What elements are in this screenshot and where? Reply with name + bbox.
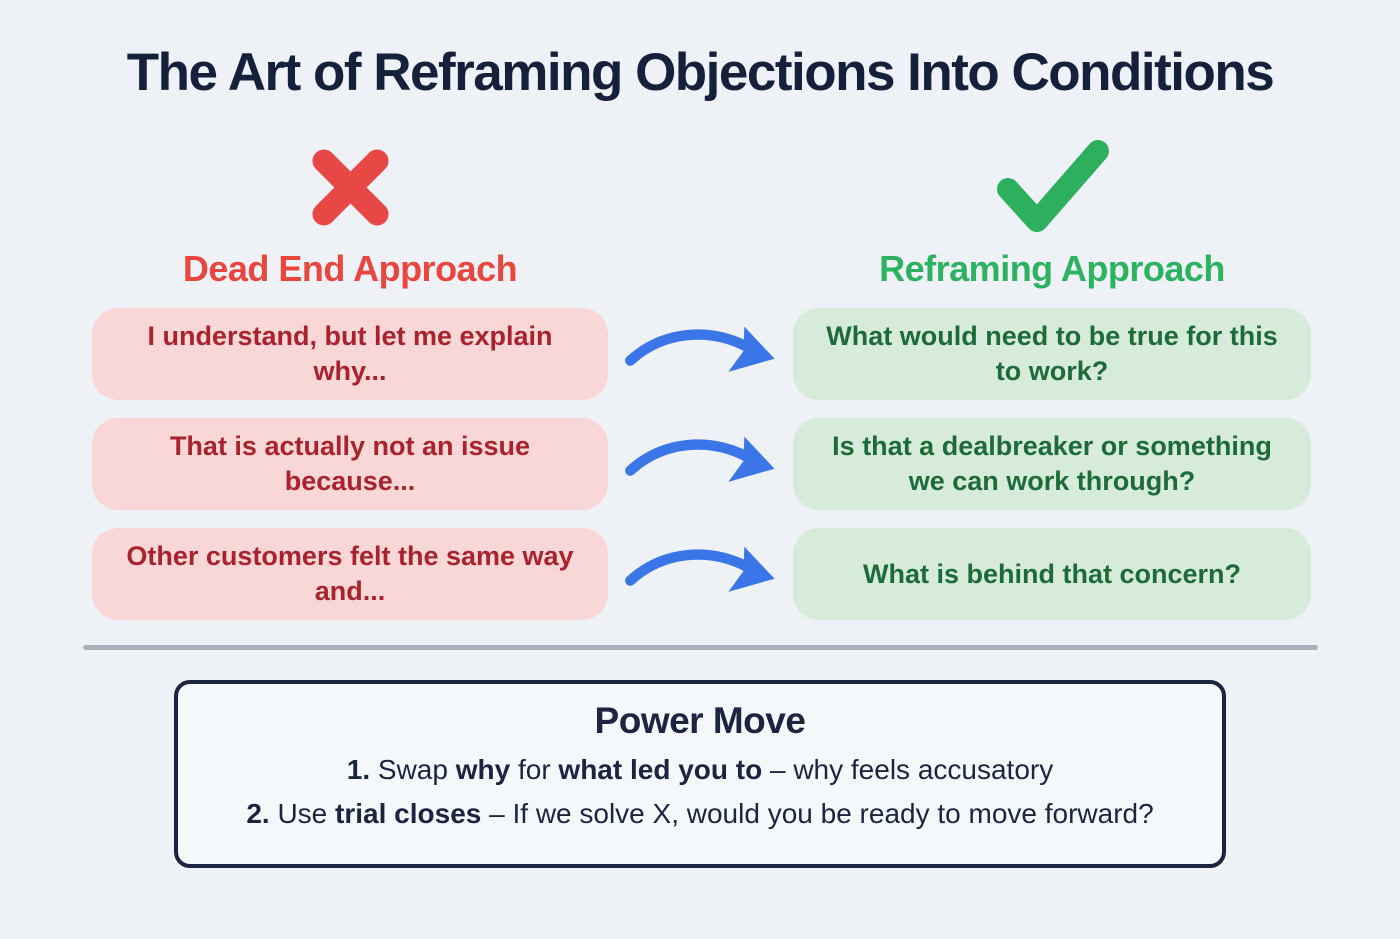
x-mark-icon xyxy=(303,137,398,237)
comparison-row: That is actually not an issue because...… xyxy=(92,418,1400,511)
curved-arrow-icon xyxy=(608,528,793,620)
checkmark-icon xyxy=(990,137,1115,237)
section-divider xyxy=(82,645,1318,651)
power-move-line-1: 1. Swap why for what led you to – why fe… xyxy=(178,754,1222,786)
dead-end-column-header: Dead End Approach xyxy=(92,137,608,290)
power-line-segment: 1. xyxy=(346,754,371,786)
power-move-line-2: 2. Use trial closes – If we solve X, wou… xyxy=(178,798,1222,830)
power-line-segment: trial closes xyxy=(335,798,482,830)
comparison-row: I understand, but let me explain why... … xyxy=(92,308,1400,401)
dead-end-heading: Dead End Approach xyxy=(182,248,518,289)
power-line-segment: what led you to xyxy=(558,754,763,786)
objection-box: Other customers felt the same way and... xyxy=(92,528,608,621)
power-line-segment: Swap xyxy=(370,754,456,786)
reframe-box: What would need to be true for this to w… xyxy=(793,308,1311,401)
power-line-segment: why xyxy=(455,754,511,786)
objection-box: That is actually not an issue because... xyxy=(92,418,608,511)
objection-box: I understand, but let me explain why... xyxy=(92,308,608,401)
curved-arrow-icon xyxy=(608,418,793,510)
power-line-segment: – why feels accusatory xyxy=(762,754,1054,786)
comparison-rows: I understand, but let me explain why... … xyxy=(0,308,1400,621)
page-title: The Art of Reframing Objections Into Con… xyxy=(126,43,1275,102)
power-line-segment: Use xyxy=(269,798,336,830)
column-headers: Dead End Approach Reframing Approach xyxy=(0,137,1400,290)
power-line-segment: – If we solve X, would you be ready to m… xyxy=(481,798,1154,830)
curved-arrow-icon xyxy=(608,308,793,400)
header-spacer xyxy=(608,137,793,290)
reframing-heading: Reframing Approach xyxy=(879,248,1225,289)
reframe-box: What is behind that concern? xyxy=(793,528,1311,621)
comparison-row: Other customers felt the same way and...… xyxy=(92,528,1400,621)
reframing-column-header: Reframing Approach xyxy=(793,137,1311,290)
power-move-title: Power Move xyxy=(594,700,806,742)
power-line-segment: for xyxy=(510,754,559,786)
power-move-box: Power Move 1. Swap why for what led you … xyxy=(174,680,1226,869)
power-line-segment: 2. xyxy=(246,798,270,830)
reframe-box: Is that a dealbreaker or something we ca… xyxy=(793,418,1311,511)
